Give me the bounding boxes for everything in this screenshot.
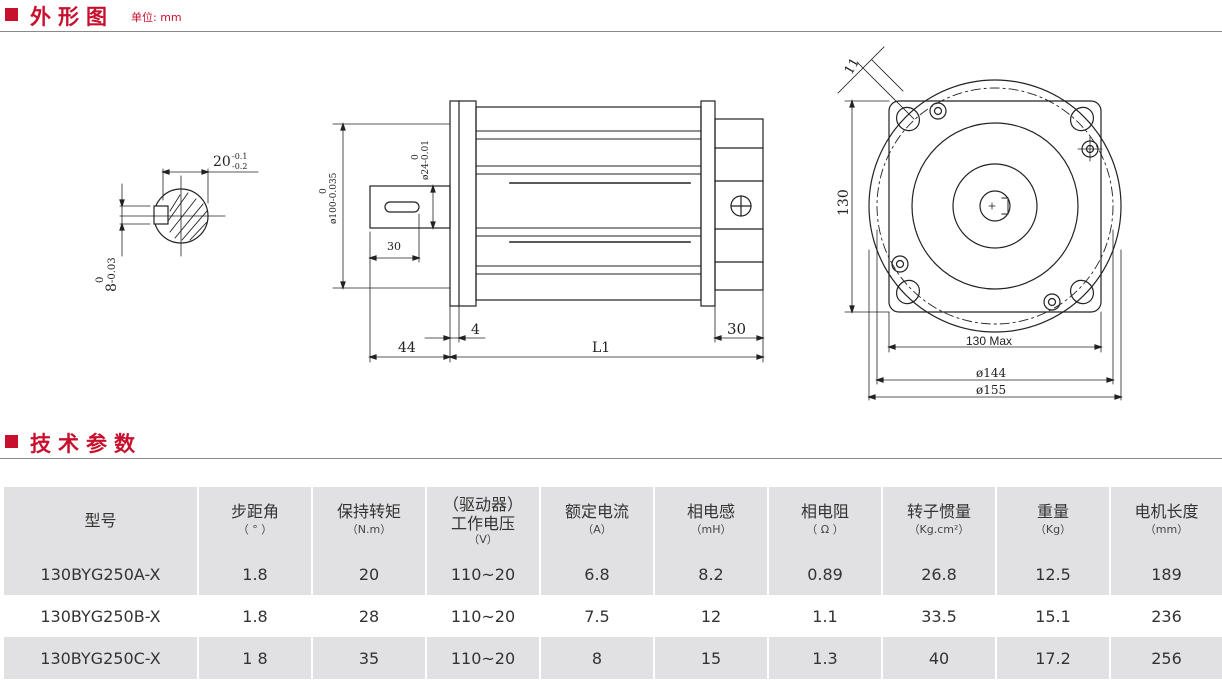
header-resistance: 相电阻（ Ω ） [768, 487, 883, 553]
key-height-tol-top: 0 [95, 277, 106, 283]
pilot-diameter-tol: 0 [319, 188, 329, 194]
header-voltage: （驱动器）工作电压（V） [426, 487, 541, 553]
spec-table: 型号 步距角（ ° ） 保持转矩（N.m） （驱动器）工作电压（V） 额定电流（… [4, 487, 1222, 679]
header-model: 型号 [4, 487, 199, 553]
circle-155-dim: ø155 [976, 383, 1006, 397]
cell-rated-current: 8 [540, 637, 655, 679]
section-divider [0, 458, 1222, 459]
shaft-diameter-dim: ø24-0.01 [421, 140, 431, 180]
cell-resistance: 0.89 [768, 553, 883, 595]
cell-resistance: 1.3 [768, 637, 883, 679]
cell-holding-torque: 28 [312, 595, 427, 637]
key-width-tol-bottom: -0.2 [232, 162, 247, 171]
cell-inductance: 12 [654, 595, 769, 637]
table-row: 130BYG250A-X 1.8 20 110~20 6.8 8.2 0.89 … [4, 553, 1222, 595]
header-weight: 重量（Kg） [996, 487, 1111, 553]
header-rated-current: 额定电流（A） [540, 487, 655, 553]
cell-holding-torque: 35 [312, 637, 427, 679]
cell-voltage: 110~20 [426, 553, 541, 595]
cell-weight: 17.2 [996, 637, 1111, 679]
hole-dim: 11 [842, 56, 863, 78]
key-height-tol-bottom: -0.03 [107, 257, 118, 283]
rear-length-dim: 30 [727, 320, 746, 338]
table-header-row: 型号 步距角（ ° ） 保持转矩（N.m） （驱动器）工作电压（V） 额定电流（… [4, 487, 1222, 553]
pilot-diameter-dim: ø100-0.035 [329, 172, 339, 224]
cell-model: 130BYG250C-X [4, 637, 199, 679]
cell-weight: 15.1 [996, 595, 1111, 637]
cell-model: 130BYG250A-X [4, 553, 199, 595]
shaft-diameter-tol: 0 [411, 154, 421, 160]
outline-section-header: 外形图 单位: mm [0, 0, 1222, 32]
cell-motor-length: 189 [1110, 553, 1222, 595]
section-divider [0, 31, 1222, 32]
cell-voltage: 110~20 [426, 637, 541, 679]
cell-voltage: 110~20 [426, 595, 541, 637]
key-width-tol-top: -0.1 [232, 152, 247, 161]
outline-title: 外形图 [30, 5, 114, 29]
section-marker-icon [5, 435, 18, 448]
outline-drawing: 20 -0.1 -0.2 8 0 -0.03 ø100-0.035 0 ø24-… [95, 46, 1123, 401]
body-length-dim: L1 [592, 340, 610, 356]
motor-front-view [837, 46, 1123, 401]
motor-side-view [332, 100, 765, 363]
specs-section-header: 技术参数 [0, 427, 1222, 459]
cell-step-angle: 1.8 [198, 595, 313, 637]
cell-inductance: 15 [654, 637, 769, 679]
cell-rated-current: 6.8 [540, 553, 655, 595]
cell-inductance: 8.2 [654, 553, 769, 595]
shaft-section-view [119, 168, 259, 257]
key-height-dim: 8 [104, 283, 120, 292]
unit-label: 单位: mm [131, 11, 182, 24]
cell-step-angle: 1 8 [198, 637, 313, 679]
table-row: 130BYG250C-X 1 8 35 110~20 8 15 1.3 40 1… [4, 637, 1222, 679]
header-motor-length: 电机长度（mm） [1110, 487, 1222, 553]
table-row: 130BYG250B-X 1.8 28 110~20 7.5 12 1.1 33… [4, 595, 1222, 637]
cell-weight: 12.5 [996, 553, 1111, 595]
key-length-dim: 30 [387, 240, 401, 253]
key-width-dim: 20 [213, 154, 231, 170]
cell-motor-length: 256 [1110, 637, 1222, 679]
cell-rotor-inertia: 40 [882, 637, 997, 679]
cell-rotor-inertia: 33.5 [882, 595, 997, 637]
cell-rated-current: 7.5 [540, 595, 655, 637]
flange-thickness-dim: 4 [471, 322, 480, 338]
header-step-angle: 步距角（ ° ） [198, 487, 313, 553]
cell-model: 130BYG250B-X [4, 595, 199, 637]
header-holding-torque: 保持转矩（N.m） [312, 487, 427, 553]
flange-width-dim: 130 Max [966, 334, 1012, 348]
cell-holding-torque: 20 [312, 553, 427, 595]
flange-height-dim: 130 [836, 189, 852, 216]
specs-title: 技术参数 [30, 432, 142, 456]
section-marker-icon [5, 8, 18, 21]
circle-144-dim: ø144 [976, 366, 1006, 380]
cell-motor-length: 236 [1110, 595, 1222, 637]
cell-rotor-inertia: 26.8 [882, 553, 997, 595]
header-inductance: 相电感（mH） [654, 487, 769, 553]
cell-step-angle: 1.8 [198, 553, 313, 595]
cell-resistance: 1.1 [768, 595, 883, 637]
shaft-length-dim: 44 [398, 340, 416, 356]
header-rotor-inertia: 转子惯量（Kg.cm²） [882, 487, 997, 553]
